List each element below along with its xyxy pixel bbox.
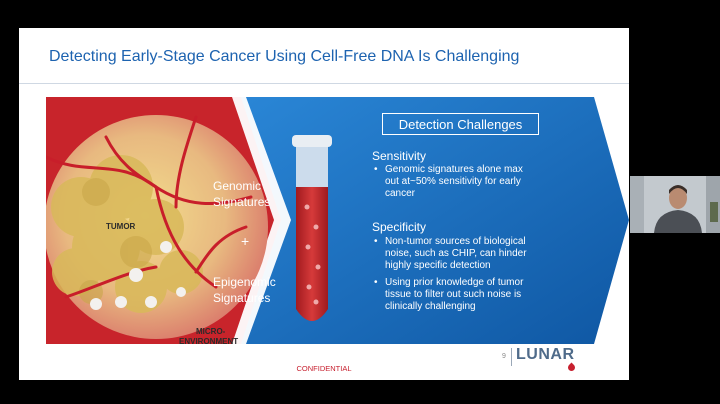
specificity-bullet2-line3: clinically challenging xyxy=(385,301,476,312)
bullet-icon: • xyxy=(374,236,378,247)
panel-graphic xyxy=(46,97,629,344)
microenvironment-label-line1: MICRO- xyxy=(196,327,226,336)
microenvironment-label-line2: ENVIRONMENT xyxy=(179,337,239,346)
specificity-bullet2-line2: tissue to filter out such noise is xyxy=(385,289,522,300)
specificity-bullet2-line1: Using prior knowledge of tumor xyxy=(385,277,524,288)
blood-vessels xyxy=(46,115,253,299)
genomic-signatures-line2: Signatures xyxy=(213,195,271,209)
epigenomic-signatures-line2: Signatures xyxy=(213,291,271,305)
specificity-heading: Specificity xyxy=(372,220,427,234)
sensitivity-text-line1: Genomic signatures alone max xyxy=(385,164,523,175)
presenter-video xyxy=(630,176,720,233)
detection-challenges-heading: Detection Challenges xyxy=(382,113,539,135)
webcam-feed xyxy=(630,176,720,233)
immune-cells xyxy=(90,241,186,310)
bullet-icon: • xyxy=(374,277,378,288)
illustration-panel: TUMOR MICRO- ENVIRONMENT Genomic Signatu… xyxy=(46,97,629,346)
arrow-white-edge xyxy=(232,97,291,344)
lunar-logo: LUNAR xyxy=(516,346,575,363)
plus-sign: + xyxy=(241,233,250,249)
sensitivity-text-line2: out at~50% sensitivity for early xyxy=(385,176,521,187)
title-divider xyxy=(19,83,629,84)
sensitivity-text-line3: cancer xyxy=(385,188,416,199)
specificity-bullet1-line2: noise, such as CHIP, can hinder xyxy=(385,248,527,259)
tumor-label: TUMOR xyxy=(106,222,136,231)
sensitivity-heading: Sensitivity xyxy=(372,149,427,163)
test-tube-illustration xyxy=(292,135,332,321)
specificity-bullet1-line1: Non-tumor sources of biological xyxy=(385,236,526,247)
bullet-icon: • xyxy=(374,164,378,175)
challenges-panel: Detection Challenges Sensitivity • Genom… xyxy=(348,97,616,344)
page-number: 9 xyxy=(502,353,506,360)
genomic-signatures-line1: Genomic xyxy=(213,179,262,193)
epigenomic-signatures-line1: Epigenomic xyxy=(213,275,276,289)
logo-divider xyxy=(511,348,512,366)
slide-title: Detecting Early-Stage Cancer Using Cell-… xyxy=(49,48,520,65)
blue-arrow-shape xyxy=(241,97,629,344)
confidential-footer: CONFIDENTIAL xyxy=(296,364,352,373)
specificity-bullet1-line3: highly specific detection xyxy=(385,260,491,271)
presentation-slide: Detecting Early-Stage Cancer Using Cell-… xyxy=(19,28,629,380)
